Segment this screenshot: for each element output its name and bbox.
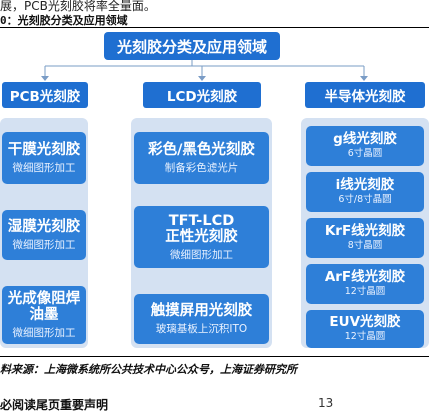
box-desc: 6寸晶圆 — [347, 147, 383, 159]
box-desc: 6寸/8寸晶圆 — [338, 193, 392, 205]
box-arf-line-photoresist: ArF线光刻胶 12寸晶圆 — [306, 264, 424, 304]
box-photo-imageable-solder-resist-ink: 光成像阻焊 油墨 微细图形加工 — [2, 286, 86, 344]
box-name: 干膜光刻胶 — [7, 142, 81, 159]
box-krf-line-photoresist: KrF线光刻胶 8寸晶圆 — [306, 218, 424, 258]
diagram-title: 光刻胶分类及应用领域 — [104, 32, 280, 60]
category-semiconductor-photoresist: 半导体光刻胶 — [305, 82, 425, 108]
category-lcd-photoresist: LCD光刻胶 — [143, 82, 261, 108]
box-name: TFT-LCD — [168, 212, 235, 229]
box-g-line-photoresist: g线光刻胶 6寸晶圆 — [306, 126, 424, 166]
source-note: 料来源：上海微系统所公共技术中心公众号，上海证券研究所 — [0, 363, 297, 376]
box-dry-film-photoresist: 干膜光刻胶 微细图形加工 — [2, 132, 86, 184]
box-desc: 微细图形加工 — [12, 238, 76, 251]
footer-disclaimer: 必阅读尾页重要声明 — [0, 398, 109, 412]
box-desc: 微细图形加工 — [12, 327, 76, 340]
box-name: g线光刻胶 — [333, 131, 397, 148]
arrowhead-semi — [360, 76, 368, 81]
box-desc: 12寸晶圆 — [344, 285, 386, 297]
box-i-line-photoresist: i线光刻胶 6寸/8寸晶圆 — [306, 172, 424, 212]
box-name: KrF线光刻胶 — [324, 223, 406, 240]
box-name: EUV光刻胶 — [329, 314, 401, 331]
box-color-black-photoresist: 彩色/黑色光刻胶 制备彩色滤光片 — [134, 132, 269, 184]
box-tft-lcd-positive-photoresist: TFT-LCD 正性光刻胶 微细图形加工 — [134, 206, 269, 268]
bottom-rule — [0, 356, 429, 357]
box-name-line2: 正性光刻胶 — [165, 229, 238, 246]
box-desc: 微细图形加工 — [12, 161, 76, 174]
box-desc: 12寸晶圆 — [344, 330, 386, 342]
box-name: 触摸屏用光刻胶 — [150, 303, 253, 320]
page-number: 13 — [318, 396, 334, 410]
box-desc: 玻璃基板上沉积ITO — [155, 322, 248, 335]
box-touchscreen-photoresist: 触摸屏用光刻胶 玻璃基板上沉积ITO — [134, 294, 269, 344]
box-name-line2: 油墨 — [29, 307, 59, 324]
box-euv-photoresist: EUV光刻胶 12寸晶圆 — [306, 310, 424, 348]
box-desc: 制备彩色滤光片 — [164, 161, 239, 174]
preceding-text-line: 展，PCB光刻胶将率全量面。 — [0, 0, 156, 13]
box-name: i线光刻胶 — [335, 177, 395, 194]
box-desc: 8寸晶圆 — [347, 239, 383, 251]
box-name: 湿膜光刻胶 — [7, 219, 81, 236]
category-pcb-photoresist: PCB光刻胶 — [2, 82, 88, 108]
arrowhead-lcd — [198, 76, 206, 81]
box-desc: 微细图形加工 — [170, 249, 233, 262]
box-name: 光成像阻焊 — [7, 290, 81, 307]
top-rule — [0, 27, 429, 28]
box-name: ArF线光刻胶 — [324, 269, 406, 286]
figure-title: 0：光刻胶分类及应用领域 — [0, 14, 128, 27]
box-wet-film-photoresist: 湿膜光刻胶 微细图形加工 — [2, 210, 86, 260]
box-name: 彩色/黑色光刻胶 — [148, 142, 255, 159]
arrowhead-pcb — [41, 76, 49, 81]
